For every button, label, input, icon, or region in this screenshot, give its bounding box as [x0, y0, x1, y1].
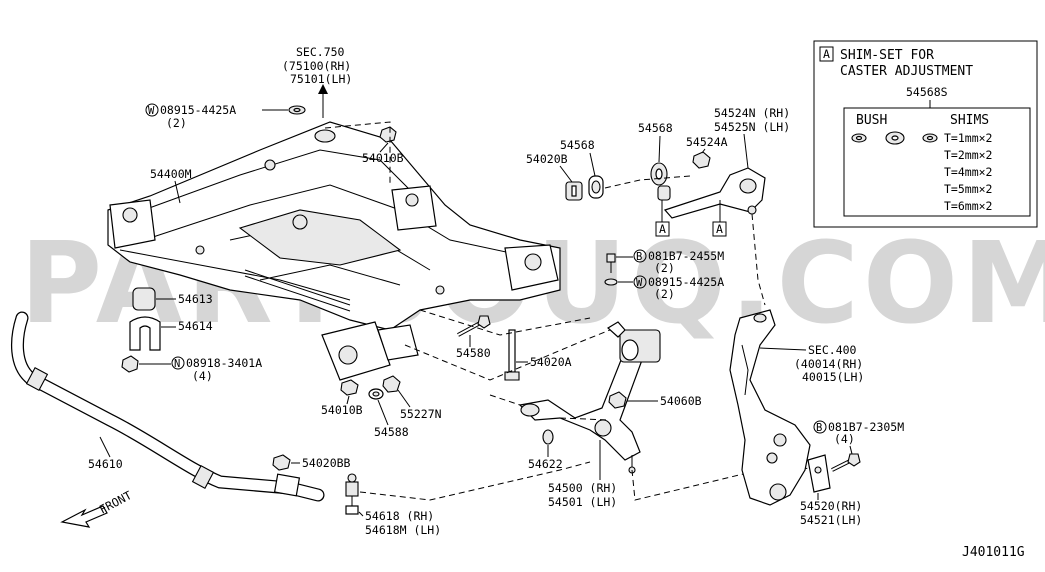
part-54622[interactable]: 54622 — [528, 457, 563, 471]
bush-icon-1 — [851, 133, 867, 143]
part-08918-3401a[interactable]: 08918-3401A — [186, 356, 262, 370]
svg-text:A: A — [716, 222, 723, 236]
part-54580[interactable]: 54580 — [456, 346, 491, 360]
bushing-54568-left[interactable] — [588, 175, 604, 199]
sec400-label[interactable]: SEC.400 — [808, 343, 857, 357]
bolt-54580[interactable] — [457, 315, 491, 337]
qty-08918: (4) — [192, 369, 213, 383]
clamp-54614[interactable] — [129, 316, 161, 351]
bolt-54524a[interactable] — [692, 151, 711, 169]
part-08915-4425a-mid[interactable]: 08915-4425A — [648, 275, 724, 289]
part-55227n[interactable]: 55227N — [400, 407, 442, 421]
svg-text:W: W — [148, 105, 155, 117]
legend-marker: A — [823, 47, 830, 61]
washer-55227n[interactable] — [382, 375, 401, 393]
nut-54588[interactable] — [368, 388, 384, 400]
shim-icon — [922, 133, 938, 143]
nut-54060b[interactable] — [608, 391, 627, 409]
svg-text:A: A — [659, 222, 666, 236]
part-54618m-lh[interactable]: 54618M (LH) — [365, 523, 441, 537]
nut-54010b-bottom[interactable] — [340, 379, 359, 396]
part-54588[interactable]: 54588 — [374, 425, 409, 439]
shim-size-4: T=5mm×2 — [944, 182, 992, 196]
n-prefix-icon: N — [171, 356, 185, 370]
part-54010b-bottom[interactable]: 54010B — [321, 403, 363, 417]
qty-081b7-2455m: (2) — [654, 261, 675, 275]
svg-text:N: N — [174, 358, 180, 370]
part-54020bb[interactable]: 54020BB — [302, 456, 351, 470]
part-54020a[interactable]: 54020A — [530, 355, 572, 369]
part-08915-4425a-top[interactable]: 08915-4425A — [160, 103, 236, 117]
washer-top[interactable] — [288, 105, 306, 115]
washer-08915-mid[interactable] — [604, 278, 618, 286]
legend-set-part[interactable]: 54568S — [906, 85, 948, 99]
bushing-54568-right[interactable] — [650, 162, 668, 186]
shim-size-3: T=4mm×2 — [944, 165, 992, 179]
b-prefix-icon-2: B — [813, 420, 827, 434]
nut-08918[interactable] — [121, 355, 139, 373]
qty-08915-top: (2) — [166, 116, 187, 130]
bushing-54020b[interactable] — [565, 181, 583, 201]
front-arrow-icon — [60, 505, 108, 528]
svg-text:B: B — [636, 251, 642, 263]
legend-bush-label: BUSH — [856, 113, 887, 128]
sec750-rh-label: (75100(RH) — [282, 59, 351, 73]
part-54524n-rh[interactable]: 54524N (RH) — [714, 106, 790, 120]
bushing-54613[interactable] — [132, 287, 156, 311]
part-54525n-lh[interactable]: 54525N (LH) — [714, 120, 790, 134]
stabilizer-link-54618[interactable] — [345, 473, 359, 515]
legend-box: A SHIM-SET FOR CASTER ADJUSTMENT 54568S … — [813, 40, 1038, 228]
nut-54020bb[interactable] — [272, 454, 291, 471]
sec400-lh-label: 40015(LH) — [802, 370, 864, 384]
part-54020b[interactable]: 54020B — [526, 152, 568, 166]
part-54614[interactable]: 54614 — [178, 319, 213, 333]
b-prefix-icon-1: B — [633, 249, 647, 263]
part-54610[interactable]: 54610 — [88, 457, 123, 471]
sec750-lh-label: 75101(LH) — [290, 72, 352, 86]
washer-54622[interactable] — [542, 429, 554, 445]
bolt-081b7-2305m[interactable] — [831, 453, 861, 472]
part-54010b-top[interactable]: 54010B — [362, 151, 404, 165]
front-label: FRONT — [97, 488, 134, 517]
qty-08915-mid: (2) — [654, 287, 675, 301]
part-54520-rh[interactable]: 54520(RH) — [800, 499, 862, 513]
part-54501-lh[interactable]: 54501 (LH) — [548, 495, 617, 509]
front-suspension-member[interactable] — [107, 121, 561, 381]
arrow-up-icon — [318, 84, 328, 118]
legend-title-2: CASTER ADJUSTMENT — [840, 64, 973, 79]
sec750-label[interactable]: SEC.750 — [296, 45, 345, 59]
bracket-54520[interactable] — [807, 454, 831, 493]
stabilizer-bar-54610[interactable] — [11, 311, 325, 502]
part-54500-rh[interactable]: 54500 (RH) — [548, 481, 617, 495]
steering-knuckle[interactable] — [729, 309, 811, 506]
qty-081b7-2305m: (4) — [834, 432, 855, 446]
diagram-code: J401011G — [962, 545, 1025, 560]
shim-size-5: T=6mm×2 — [944, 199, 992, 213]
part-54613[interactable]: 54613 — [178, 292, 213, 306]
upper-link-54524n[interactable] — [657, 167, 766, 219]
bolt-081b7-2455m[interactable] — [606, 253, 616, 273]
part-54568[interactable]: 54568 — [560, 138, 595, 152]
w-prefix-icon: W — [145, 103, 159, 117]
part-54618-rh[interactable]: 54618 (RH) — [365, 509, 434, 523]
shim-size-2: T=2mm×2 — [944, 148, 992, 162]
bolt-54020a[interactable] — [504, 329, 520, 381]
legend-shims-label: SHIMS — [950, 113, 989, 128]
bush-icon-2 — [885, 131, 905, 145]
sec400-rh-label: (40014(RH) — [794, 357, 863, 371]
legend-title-1: SHIM-SET FOR — [840, 48, 934, 63]
part-54568-right[interactable]: 54568 — [638, 121, 673, 135]
part-54060b[interactable]: 54060B — [660, 394, 702, 408]
svg-text:B: B — [816, 422, 822, 434]
part-54521-lh[interactable]: 54521(LH) — [800, 513, 862, 527]
shim-size-1: T=1mm×2 — [944, 131, 992, 145]
w-prefix-icon-2: W — [633, 275, 647, 289]
part-54400m[interactable]: 54400M — [150, 167, 192, 181]
svg-text:W: W — [636, 277, 643, 289]
part-081b7-2455m[interactable]: 081B7-2455M — [648, 249, 724, 263]
part-54524a[interactable]: 54524A — [686, 135, 728, 149]
part-081b7-2305m[interactable]: 081B7-2305M — [828, 420, 904, 434]
